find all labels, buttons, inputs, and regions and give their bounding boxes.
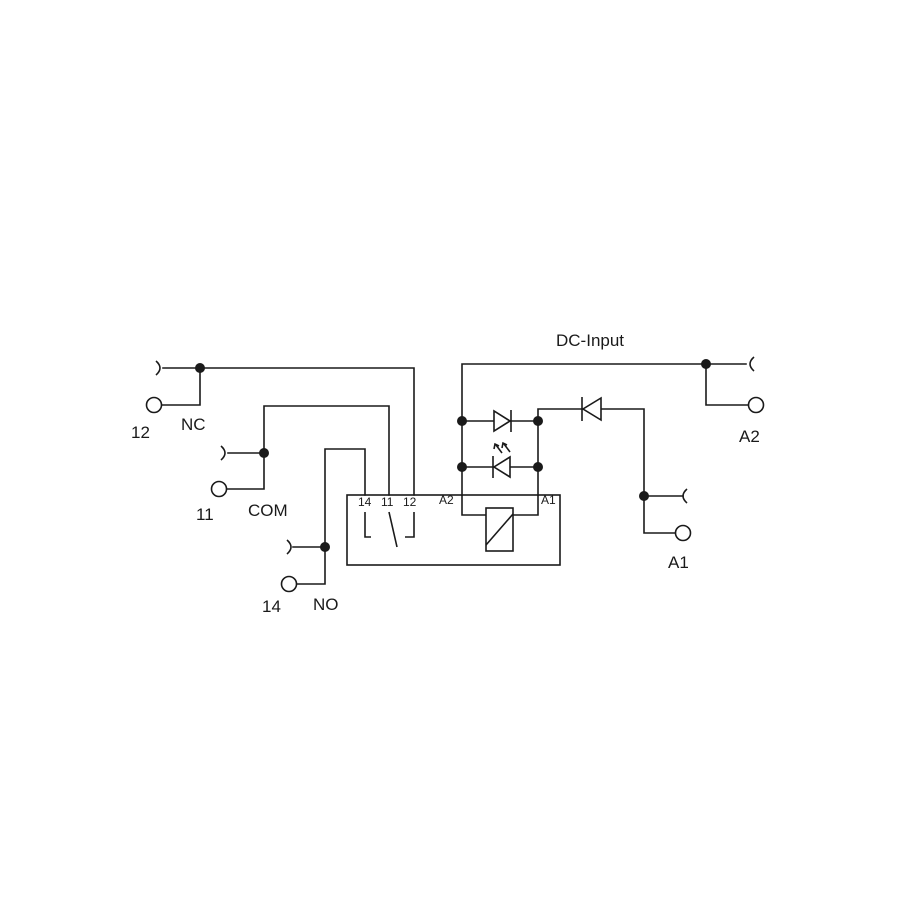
led-arrow-1 [495,444,503,454]
box-pin-14: 14 [358,495,372,509]
terminal-12-hook-icon [155,360,161,376]
wire-a1-series [537,408,645,497]
junction-dot-com [259,448,269,458]
contact-nc-leg [405,512,415,538]
led-arrow-2 [503,443,511,453]
relay-module-box [346,494,561,566]
terminal-a2-hook-icon [749,356,755,372]
wire-com-drop [225,452,265,490]
box-pin-11: 11 [381,495,394,509]
terminal-12-number: 12 [131,423,150,442]
contact-switch-blade-icon [388,511,398,548]
junction-dot-a2 [701,359,711,369]
terminal-11-number: 11 [196,505,214,524]
terminal-11-circle-icon[interactable] [210,480,228,498]
led-arrow-1-head [493,442,500,450]
terminal-14-hook-icon [286,539,292,555]
wire-nc-drop [159,367,201,406]
led-icon [492,455,511,479]
box-label-a1: A1 [541,493,556,507]
junction-dot-nc [195,363,205,373]
terminal-12-name: NC [181,415,206,434]
led-arrow-2-head [501,441,508,449]
terminal-a2-name: A2 [739,427,760,446]
terminal-a1-hook-icon [682,488,688,504]
junction-dot-bridge-tl [457,416,467,426]
junction-dot-bridge-bl [457,462,467,472]
terminal-a1-name: A1 [668,553,689,572]
wire-a2-drop [705,363,750,406]
terminal-a2-circle-icon[interactable] [747,396,765,414]
series-diode-icon [581,396,602,422]
terminal-11-hook-icon [220,445,226,461]
junction-dot-bridge-br [533,462,543,472]
wire-a1-drop [643,495,677,534]
junction-dot-no [320,542,330,552]
wire-a2-top [461,363,707,422]
box-label-a2: A2 [439,493,454,507]
terminal-11-name: COM [248,501,288,520]
wire-nc [199,367,415,496]
terminal-14-circle-icon[interactable] [280,575,298,593]
terminal-14-name: NO [313,595,339,614]
wire-no [324,448,366,548]
diode-icon [493,409,512,433]
wire-com [263,405,390,496]
box-pin-12: 12 [403,495,417,509]
junction-dot-a1 [639,491,649,501]
terminal-12-circle-icon[interactable] [145,396,163,414]
dc-input-title: DC-Input [556,331,624,350]
wire-no-drop [295,546,326,585]
terminal-14-number: 14 [262,597,281,616]
terminal-a1-circle-icon[interactable] [674,524,692,542]
contact-no-leg [364,512,371,538]
relay-coil-diagonal [485,513,514,546]
